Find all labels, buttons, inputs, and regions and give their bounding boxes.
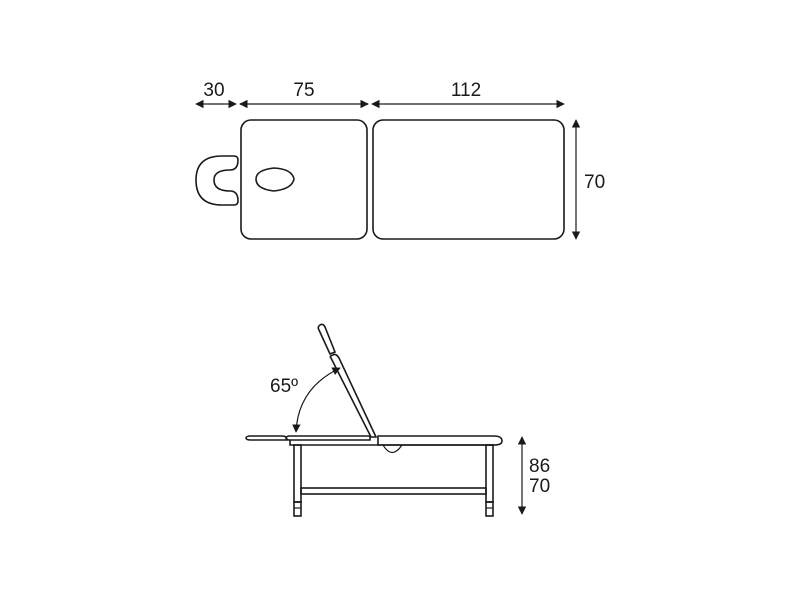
- table-frame-shape: [289, 440, 494, 446]
- side-view: 65º 86 70: [245, 323, 550, 517]
- table-width-label: 70: [584, 172, 605, 193]
- face-hole-shape: [255, 167, 295, 192]
- back-rest-angle-label: 65º: [270, 376, 298, 397]
- head-rest-shape: [195, 155, 239, 206]
- back-section-shape: [240, 119, 368, 240]
- head-rest-side-shape: [245, 435, 288, 441]
- seat-section-length-label: 112: [451, 80, 481, 101]
- stretcher-bar-shape: [300, 487, 487, 495]
- right-leg-shape: [485, 444, 494, 503]
- back-base-section-shape: [285, 435, 371, 441]
- top-view: 30 75 112 70: [195, 80, 605, 240]
- back-section-length-label: 75: [293, 80, 314, 101]
- seat-top-shape: [377, 435, 503, 446]
- raised-back-rest-shape: [329, 353, 378, 438]
- right-foot-pad: [485, 501, 494, 517]
- head-rest-length-label: 30: [203, 80, 224, 101]
- left-leg-shape: [293, 444, 302, 503]
- max-height-label: 86: [529, 456, 550, 477]
- raised-head-rest-shape: [317, 323, 337, 356]
- left-foot-pad: [293, 501, 302, 517]
- angle-arc-line: [292, 367, 341, 433]
- seat-section-shape: [372, 119, 565, 240]
- frame-center-notch: [382, 444, 403, 454]
- min-height-label: 70: [529, 476, 550, 497]
